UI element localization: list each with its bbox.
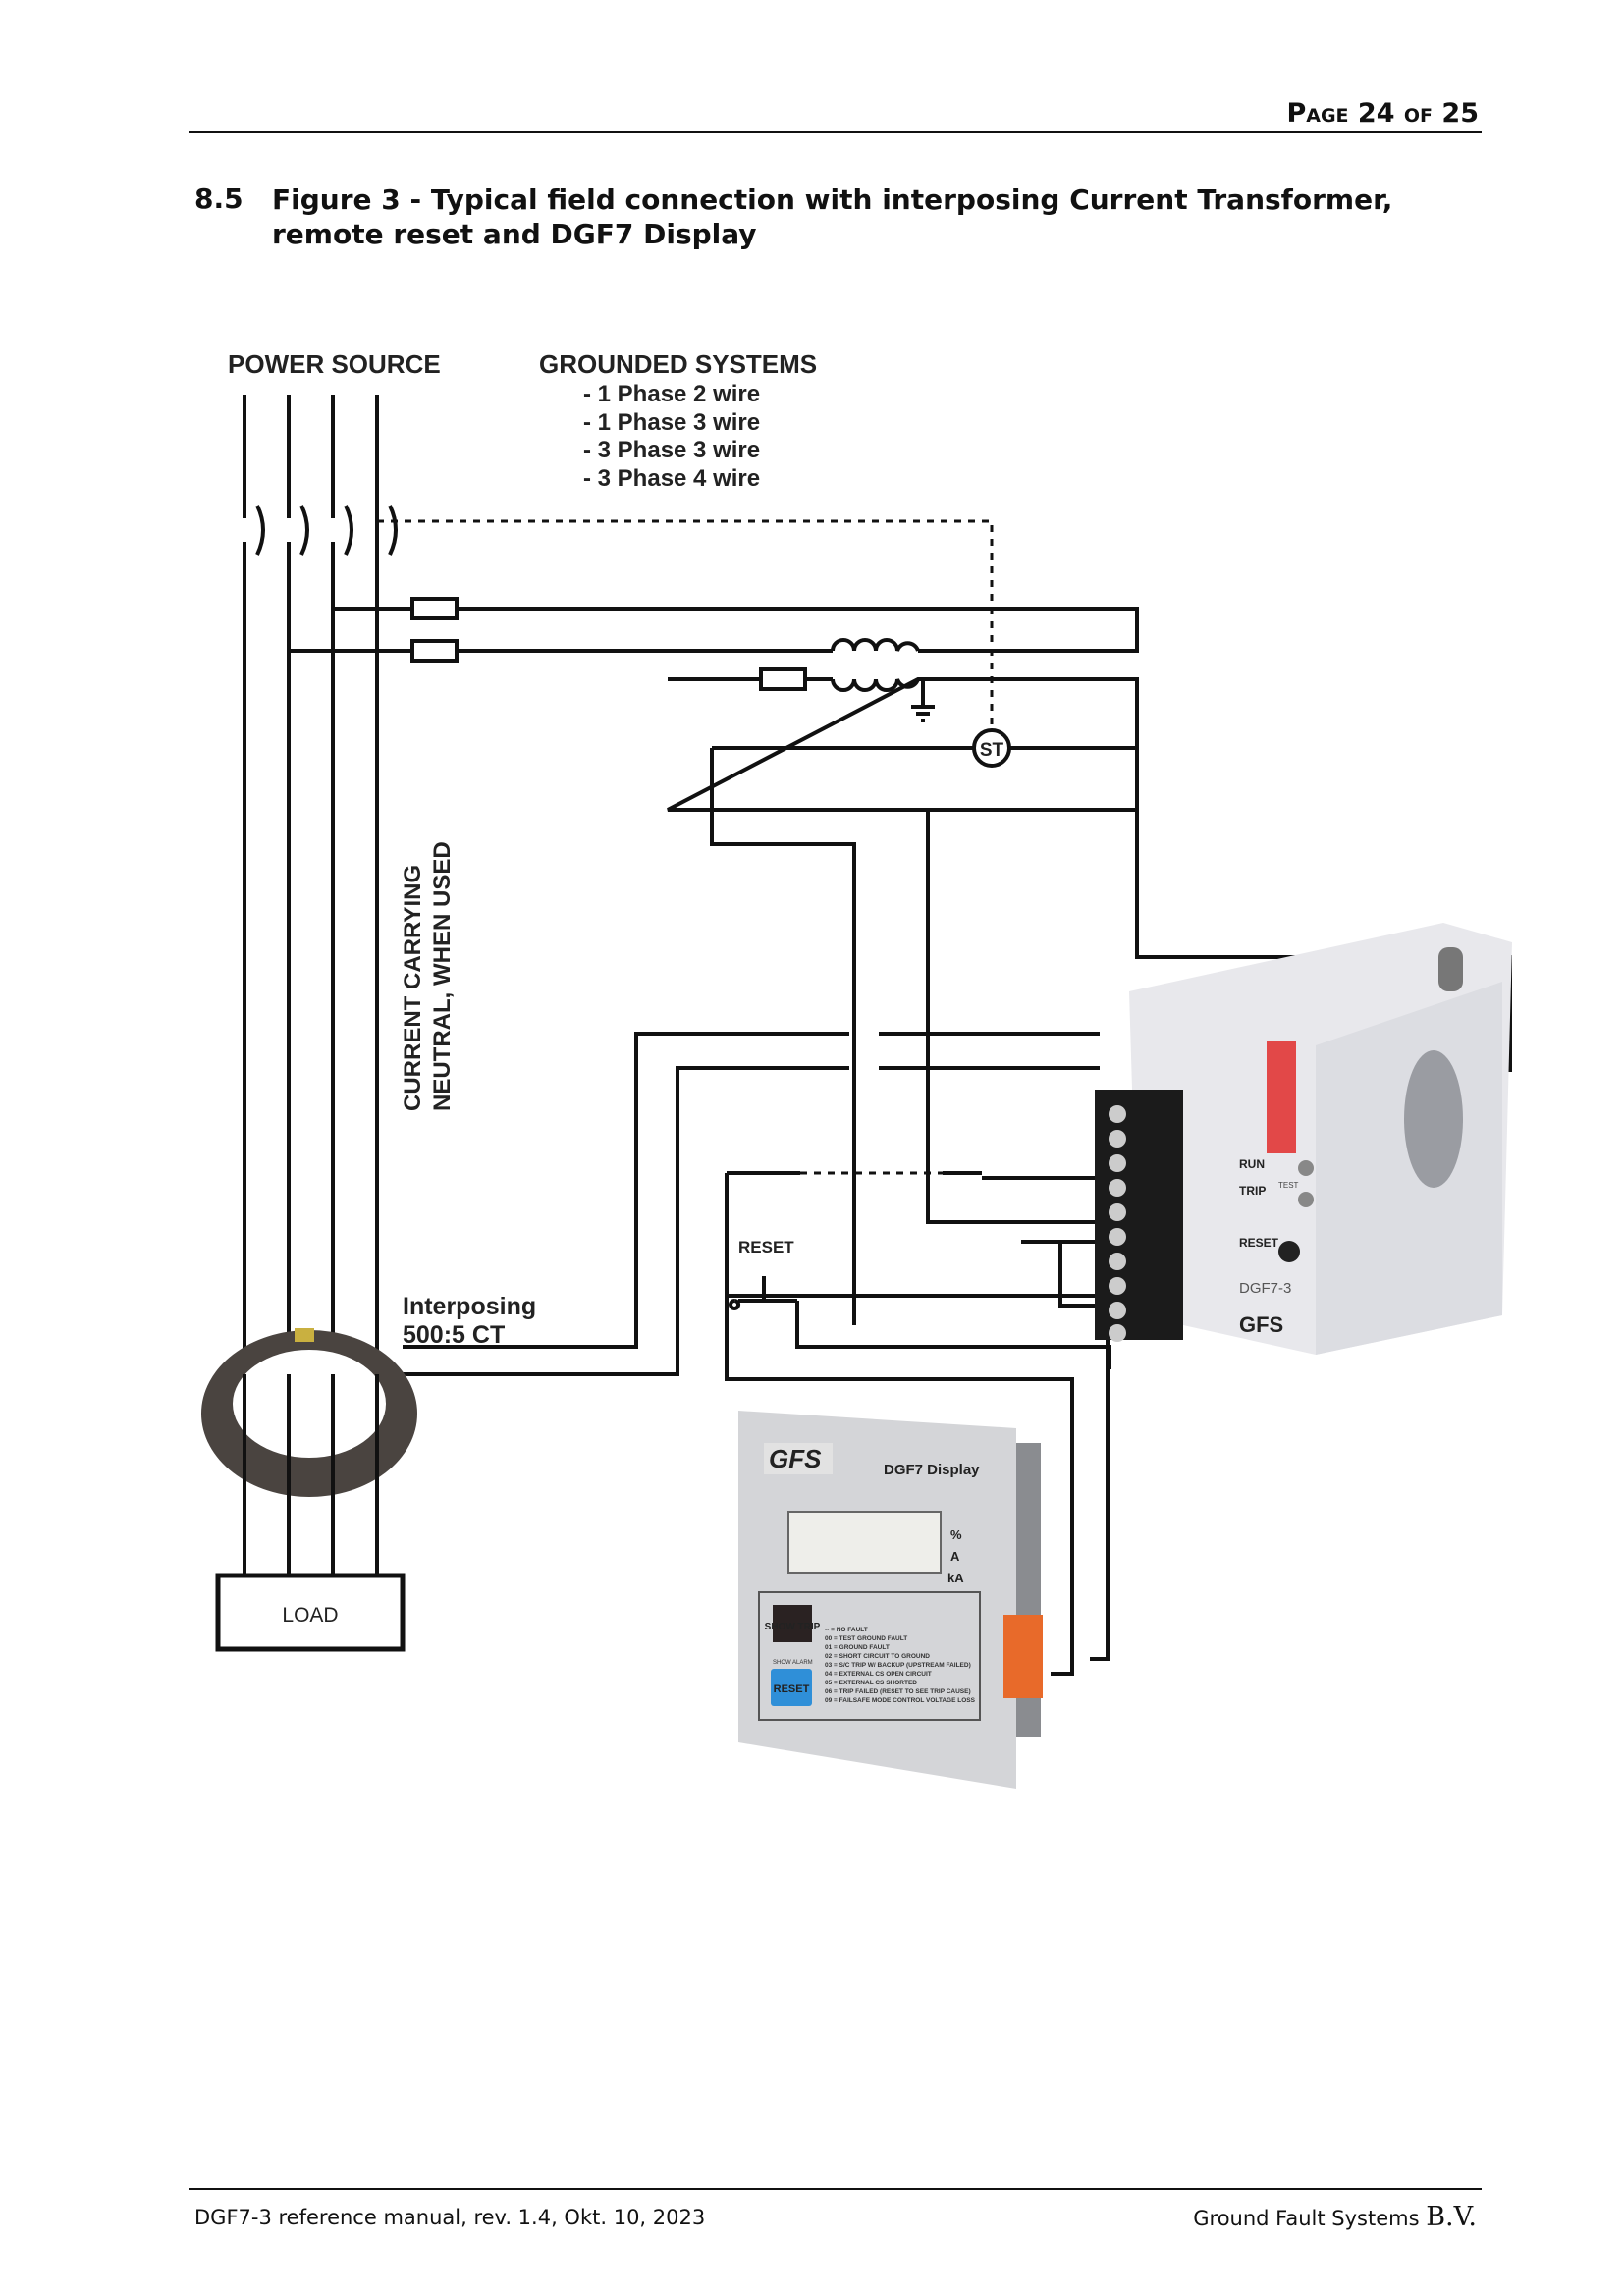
footer-company: Ground Fault Systems B.V. — [1193, 2202, 1477, 2232]
power-source-label: POWER SOURCE — [228, 349, 441, 379]
display-connector — [1003, 1615, 1043, 1698]
footer-divider — [189, 2188, 1482, 2190]
unit-kiloamps: kA — [947, 1571, 964, 1585]
system-item: - 1 Phase 3 wire — [583, 409, 760, 436]
svg-text:00 = TEST GROUND FAULT: 00 = TEST GROUND FAULT — [825, 1635, 907, 1642]
interposing-ct — [201, 1328, 417, 1497]
grounded-systems-label: GROUNDED SYSTEMS — [539, 349, 817, 379]
terminal-block — [1095, 1090, 1183, 1340]
relay-trip-label: TRIP — [1239, 1184, 1266, 1198]
relay-test-label: TEST — [1278, 1181, 1299, 1190]
show-alarm-label: SHOW ALARM — [773, 1660, 813, 1666]
svg-text:02 = SHORT CIRCUIT TO GROUND: 02 = SHORT CIRCUIT TO GROUND — [825, 1653, 930, 1660]
control-transformer-icon — [831, 638, 935, 722]
ground-icon — [911, 679, 935, 722]
header-divider — [189, 131, 1482, 133]
neutral-label-1: CURRENT CARRYING — [400, 865, 426, 1111]
svg-text:01 = GROUND FAULT: 01 = GROUND FAULT — [825, 1644, 890, 1651]
relay-model-label: DGF7-3 — [1239, 1280, 1291, 1297]
relay-brand-label: GFS — [1239, 1312, 1283, 1337]
svg-text:03 = S/C TRIP W/ BACKUP (UPSTR: 03 = S/C TRIP W/ BACKUP (UPSTREAM FAILED… — [825, 1662, 971, 1669]
reset-pushbutton — [729, 1276, 797, 1310]
footer-company-suffix: B.V. — [1426, 2202, 1477, 2232]
relay-run-label: RUN — [1239, 1157, 1265, 1171]
unit-percent: % — [950, 1527, 962, 1542]
breaker-contacts — [255, 505, 398, 556]
load-box — [215, 1573, 406, 1652]
shunt-trip-coil — [972, 728, 1011, 768]
show-trip-button[interactable] — [773, 1605, 812, 1642]
svg-text:-- = NO FAULT: -- = NO FAULT — [825, 1627, 868, 1633]
svg-text:06 = TRIP FAILED (RESET TO SEE: 06 = TRIP FAILED (RESET TO SEE TRIP CAUS… — [825, 1688, 971, 1695]
fault-code-list: -- = NO FAULT 00 = TEST GROUND FAULT 01 … — [825, 1627, 976, 1704]
svg-text:04 = EXTERNAL CS OPEN CIRCUIT: 04 = EXTERNAL CS OPEN CIRCUIT — [825, 1671, 932, 1678]
reset-label: RESET — [738, 1238, 794, 1256]
system-item: - 1 Phase 2 wire — [583, 381, 760, 407]
display-lcd — [787, 1511, 942, 1574]
unit-amps: A — [950, 1549, 960, 1564]
footer-manual-info: DGF7-3 reference manual, rev. 1.4, Okt. … — [194, 2206, 706, 2229]
display-brand: GFS — [769, 1444, 822, 1473]
display-reset-label: RESET — [774, 1683, 810, 1695]
system-item: - 3 Phase 4 wire — [583, 465, 760, 492]
relay-reset-label: RESET — [1239, 1236, 1279, 1250]
neutral-label-2: NEUTRAL, WHEN USED — [429, 841, 456, 1111]
show-trip-label: SHOW TRIP — [765, 1622, 821, 1632]
svg-text:09 = FAILSAFE MODE CONTROL VOL: 09 = FAILSAFE MODE CONTROL VOLTAGE LOSS — [825, 1697, 976, 1704]
section-number: 8.5 — [194, 183, 244, 215]
relay-reset-button — [1278, 1241, 1300, 1262]
section-title: Figure 3 - Typical field connection with… — [272, 184, 1393, 250]
display-reset-button[interactable] — [771, 1669, 812, 1706]
ct-label-1: Interposing — [403, 1293, 536, 1320]
footer-company-name: Ground Fault Systems — [1193, 2207, 1420, 2230]
shunt-trip-linkage — [377, 519, 994, 730]
load-label: LOAD — [282, 1604, 338, 1627]
ct-label-2: 500:5 CT — [403, 1321, 505, 1349]
dgf7-display: GFS DGF7 Display % A kA SHOW TRIP SHOW A… — [738, 1411, 1043, 1789]
dgf7-3-relay: RUN TRIP TEST RESET DGF7-3 GFS — [1095, 923, 1512, 1355]
system-item: - 3 Phase 3 wire — [583, 437, 760, 463]
page-number: Page 24 of 25 — [1286, 98, 1479, 129]
fuses — [410, 597, 807, 691]
display-title: DGF7 Display — [884, 1462, 980, 1478]
shunt-trip-label: ST — [980, 740, 1004, 761]
svg-text:05 = EXTERNAL CS SHORTED: 05 = EXTERNAL CS SHORTED — [825, 1680, 917, 1686]
